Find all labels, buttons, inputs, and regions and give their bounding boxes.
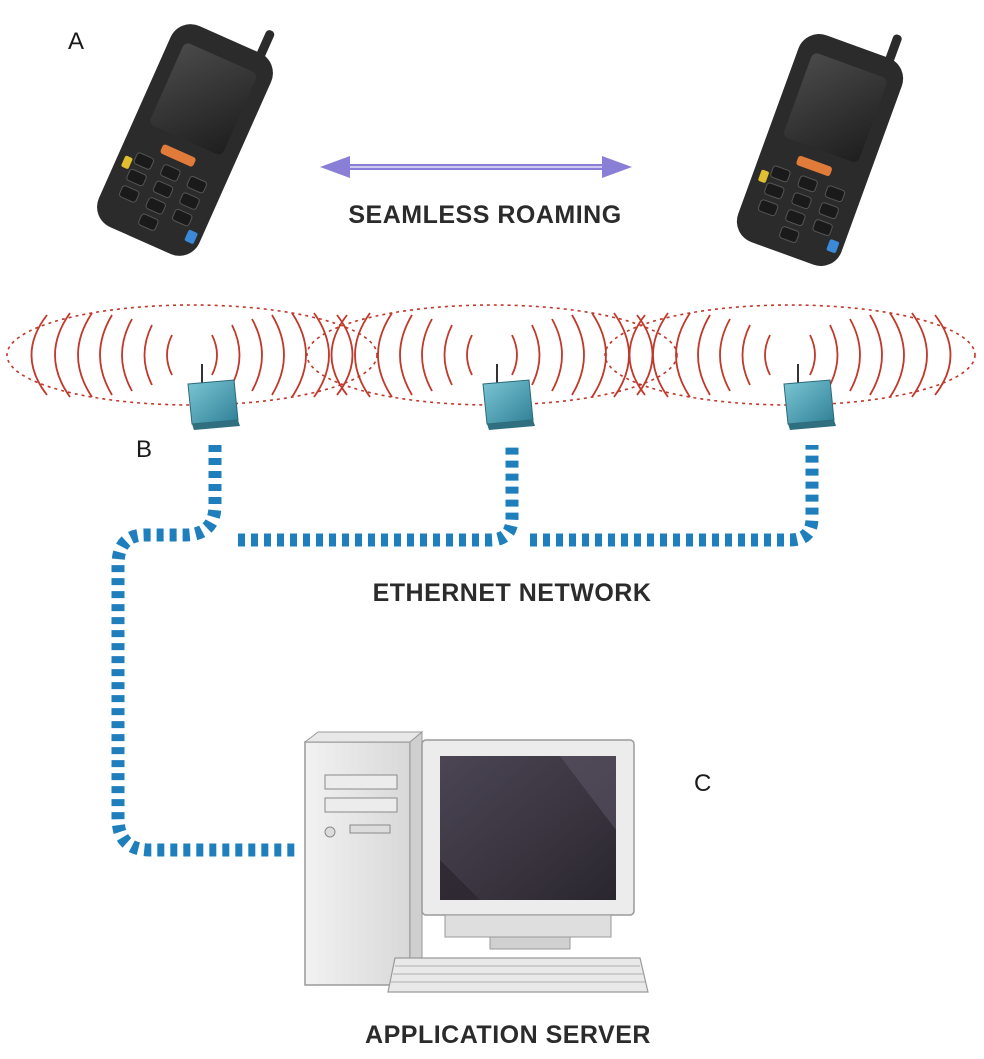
handheld-device-left [89,0,291,264]
wireless-access-point-icon [482,363,536,431]
handheld-device-right [730,3,919,273]
access-point-1 [187,363,241,431]
coverage-zones [6,304,976,406]
marker-a: A [68,28,84,55]
caption-ethernet-network: ETHERNET NETWORK [373,579,652,607]
caption-seamless-roaming: SEAMLESS ROAMING [348,201,621,229]
marker-c: C [694,770,711,797]
roaming-arrow [320,156,632,178]
coverage-zone-2 [306,304,678,406]
caption-application-server: APPLICATION SERVER [365,1021,651,1049]
desktop-computer-icon [303,730,649,993]
handheld-terminal-icon [89,0,291,264]
marker-b: B [136,436,152,463]
coverage-zone-3 [604,304,976,406]
handheld-terminal-icon [730,3,919,273]
application-server [303,730,649,993]
wireless-access-point-icon [187,363,241,431]
coverage-zone-1 [6,304,378,406]
ethernet-cable [111,445,819,857]
access-point-2 [482,363,536,431]
